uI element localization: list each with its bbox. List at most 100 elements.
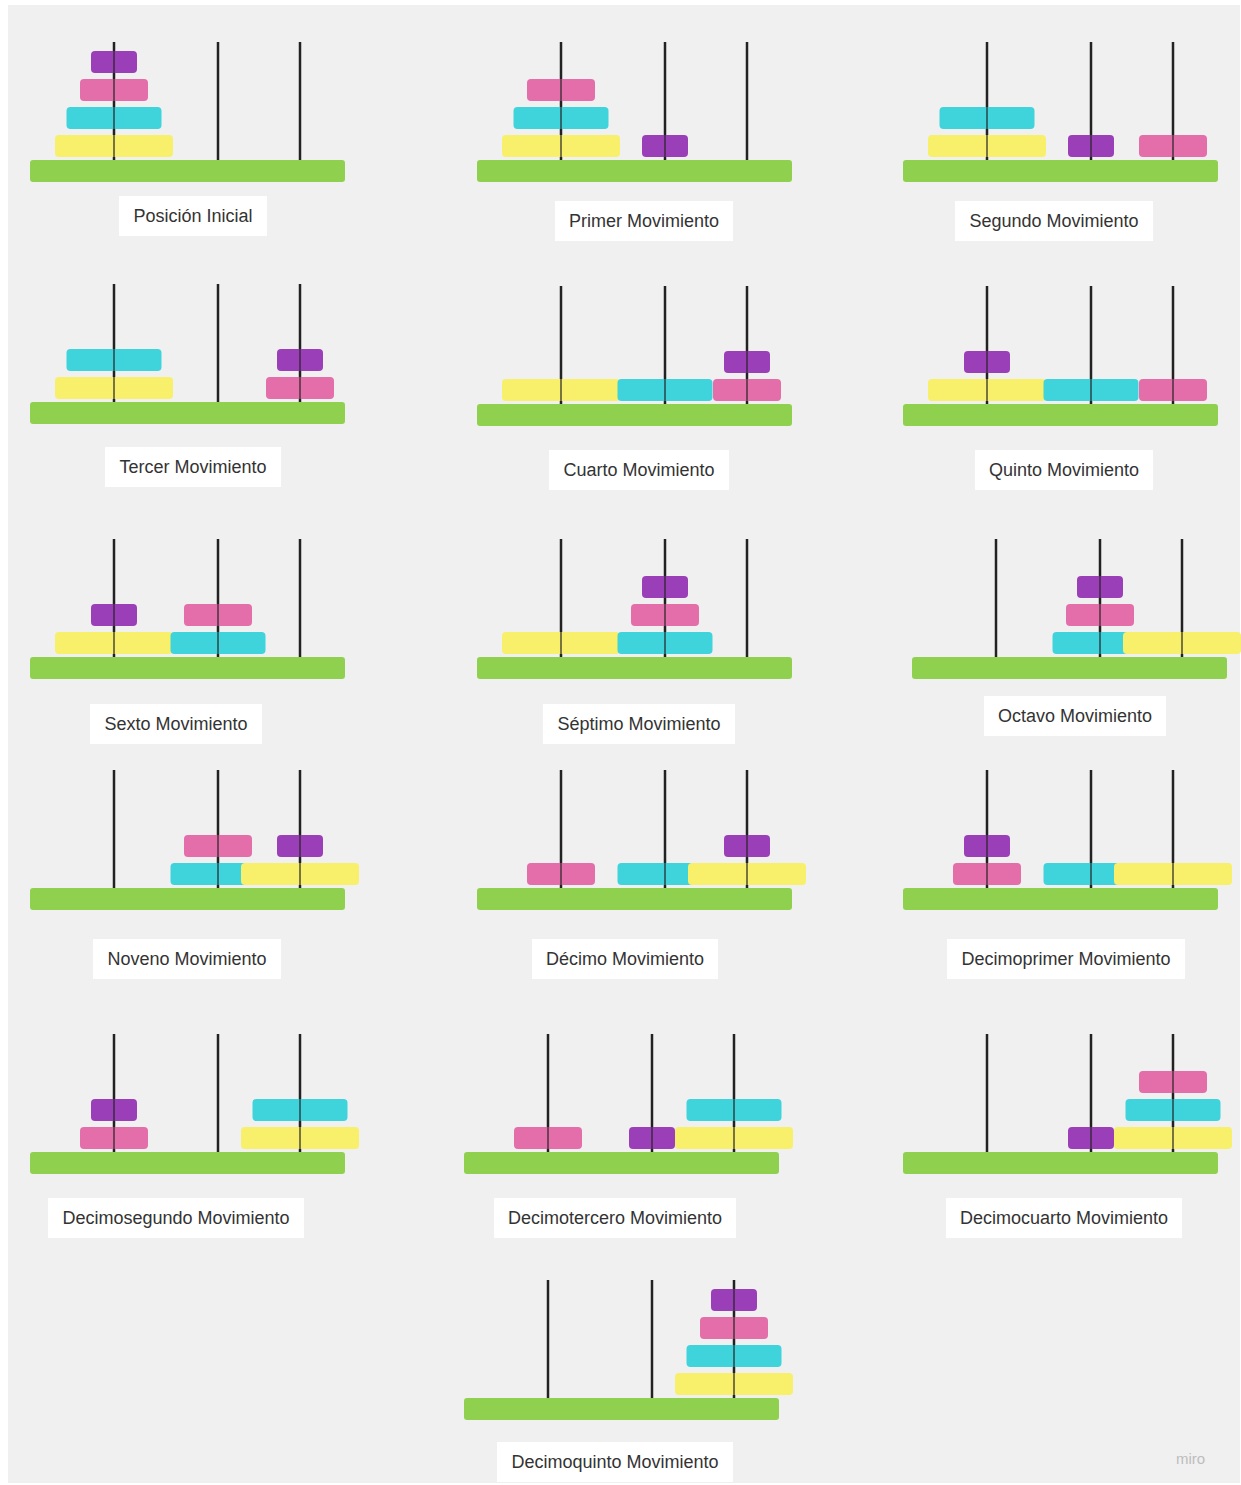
rod [299,345,301,402]
step-label: Primer Movimiento [555,201,733,241]
rod [1090,375,1092,404]
hanoi-panel [477,539,792,679]
rod [664,131,666,160]
rod [299,42,302,160]
hanoi-panel [477,42,792,182]
rod [1090,131,1092,160]
rod [664,375,666,404]
rod [651,1397,653,1398]
rod [217,401,219,402]
hanoi-panel [903,286,1218,426]
rod [746,347,748,404]
rod [299,539,302,657]
rod [113,600,115,657]
step-label: Tercer Movimiento [105,447,280,487]
rod [560,375,562,404]
rod [560,75,562,160]
rod [547,1397,549,1398]
rod [217,600,219,657]
step-label: Séptimo Movimiento [543,704,734,744]
base [477,404,792,426]
step-label: Posición Inicial [119,196,266,236]
step-label: Quinto Movimiento [975,450,1153,490]
hanoi-panel [903,42,1218,182]
label-text: Decimotercero Movimiento [508,1208,722,1228]
step-label: Decimocuarto Movimiento [946,1198,1182,1238]
hanoi-panel [30,284,345,424]
rod [746,656,748,657]
rod [651,1280,654,1398]
rod [746,539,749,657]
rod [299,1095,301,1152]
label-text: Posición Inicial [133,206,252,226]
label-text: Quinto Movimiento [989,460,1139,480]
step-label: Decimoquinto Movimiento [497,1442,732,1482]
rod [1172,1067,1174,1152]
rod [664,859,666,888]
label-text: Sexto Movimiento [104,714,247,734]
label-text: Decimoquinto Movimiento [511,1452,718,1472]
base [464,1152,779,1174]
label-text: Decimoprimer Movimiento [961,949,1170,969]
rod [995,656,997,657]
hanoi-panel [30,1034,359,1174]
label-text: Primer Movimiento [569,211,719,231]
hanoi-panel [464,1280,793,1420]
rod [1181,628,1183,657]
rod [651,1123,653,1152]
rod [113,47,115,160]
rod [995,539,998,657]
label-text: Decimosegundo Movimiento [62,1208,289,1228]
rod [746,159,748,160]
rod [113,1095,115,1152]
rod [113,770,116,888]
base [903,160,1218,182]
rod [217,1034,220,1152]
rod [560,859,562,888]
base [912,657,1227,679]
rod [560,628,562,657]
step-label: Decimoprimer Movimiento [947,939,1184,979]
label-text: Décimo Movimiento [546,949,704,969]
base [464,1398,779,1420]
watermark: miro [1176,1450,1205,1467]
rod [113,345,115,402]
rod [746,42,749,160]
rod [1172,131,1174,160]
hanoi-panel [464,1034,793,1174]
rod [1172,375,1174,404]
base [903,1152,1218,1174]
rod [733,1285,735,1398]
rod [113,887,115,888]
rod [1090,1123,1092,1152]
base [30,657,345,679]
base [477,160,792,182]
label-text: Octavo Movimiento [998,706,1152,726]
rod [299,159,301,160]
hanoi-panel [477,770,806,910]
step-label: Noveno Movimiento [93,939,280,979]
step-label: Décimo Movimiento [532,939,718,979]
rod [986,1034,989,1152]
step-label: Decimotercero Movimiento [494,1198,736,1238]
rod [217,42,220,160]
rod [664,572,666,657]
step-label: Decimosegundo Movimiento [48,1198,303,1238]
rod [217,831,219,888]
rod [986,103,988,160]
base [30,1152,345,1174]
label-text: Segundo Movimiento [969,211,1138,231]
hanoi-panel [912,539,1241,679]
base [30,888,345,910]
rod [299,831,301,888]
rod [217,284,220,402]
rod [299,656,301,657]
label-text: Decimocuarto Movimiento [960,1208,1168,1228]
label-text: Tercer Movimiento [119,457,266,477]
rod [986,347,988,404]
hanoi-panel [477,286,792,426]
base [30,160,345,182]
base [30,402,345,424]
rod [1099,572,1101,657]
